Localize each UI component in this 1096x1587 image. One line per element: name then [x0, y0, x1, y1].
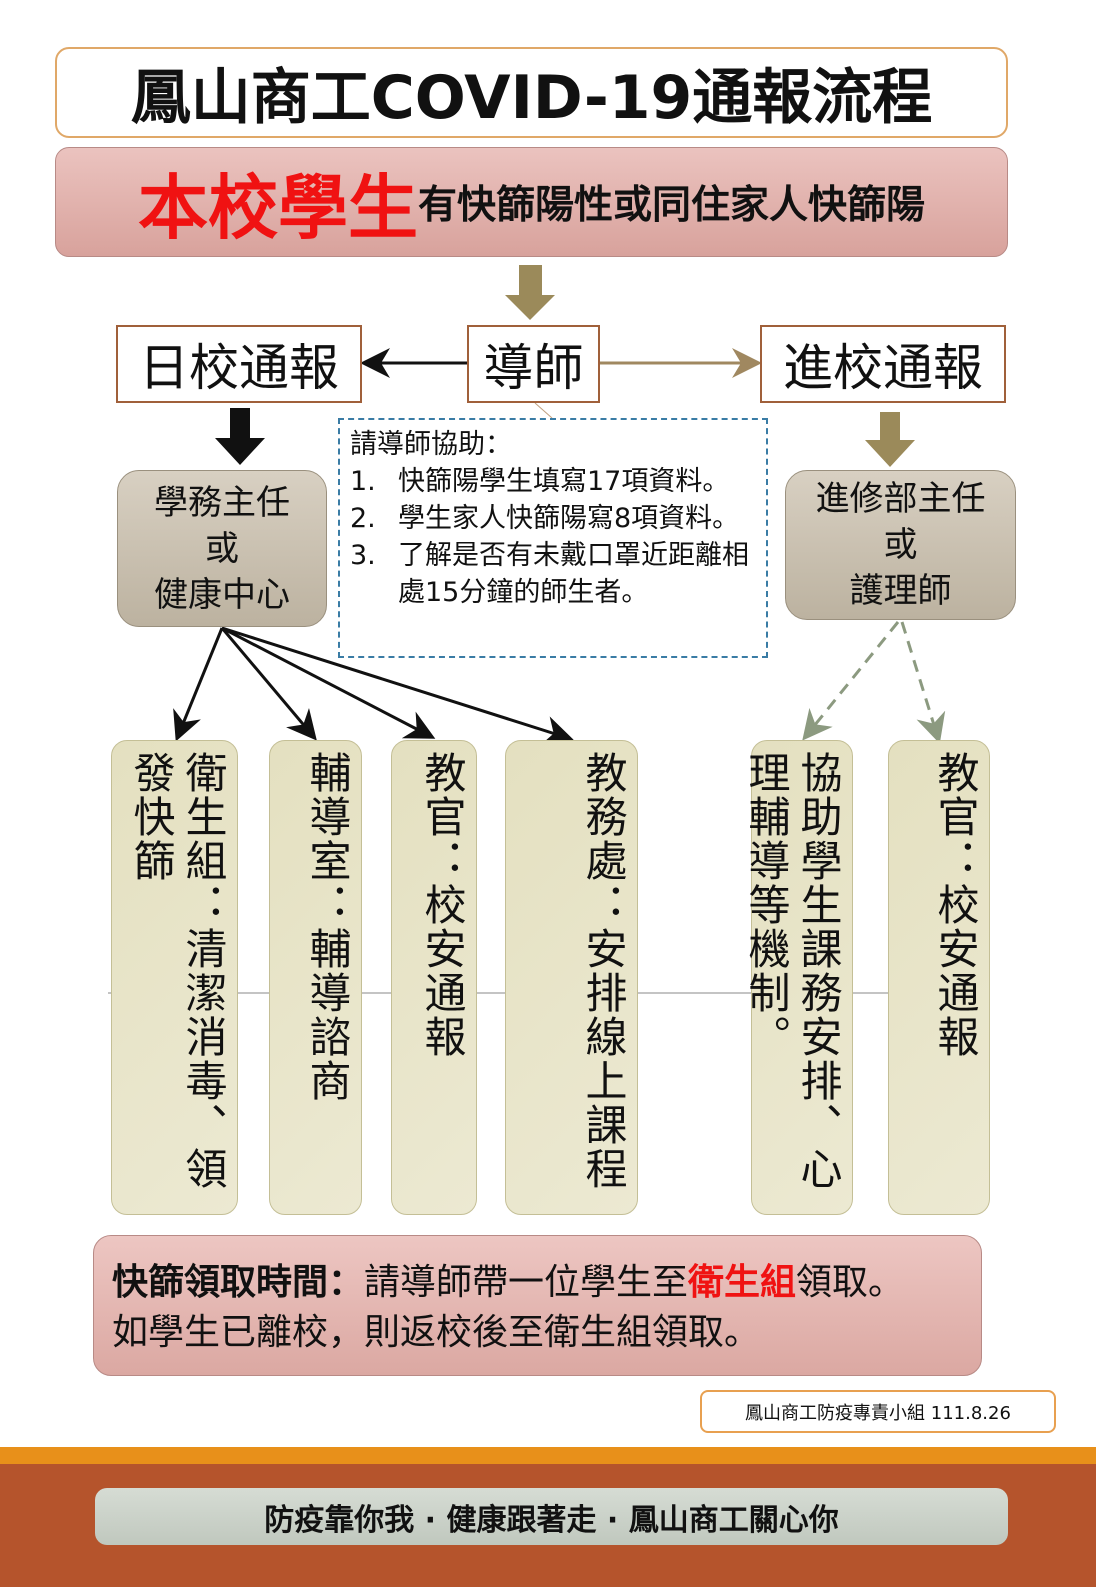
- contact-line: 健康中心: [154, 574, 290, 615]
- continuing-ed-node: 進修部主任 或 護理師: [785, 470, 1016, 620]
- item-text: 了解是否有未戴口罩近距離相處15分鐘的師生者。: [398, 540, 749, 608]
- counseling-column: 輔導室：輔導諮商: [269, 740, 362, 1215]
- night-instructor-column: 教官：校安通報: [888, 740, 990, 1215]
- down-arrow-icon: [215, 408, 265, 465]
- day-school-report-node: 日校通報: [116, 325, 362, 403]
- pickup-info: 快篩領取時間：請導師帶一位學生至衛生組領取。 如學生已離校，則返校後至衛生組領取…: [93, 1235, 982, 1376]
- pickup-text: 請導師帶一位學生至: [364, 1262, 689, 1303]
- item-text: 學生家人快篩陽寫8項資料。: [398, 503, 740, 534]
- down-arrow-icon: [865, 412, 915, 467]
- health-section-column: 衛生組：清潔消毒、領發快篩: [111, 740, 238, 1215]
- contact-line: 或: [883, 525, 918, 565]
- note-item: 3. 了解是否有未戴口罩近距離相處15分鐘的師生者。: [350, 537, 756, 611]
- military-instructor-column: 教官：校安通報: [391, 740, 477, 1215]
- pickup-text: 領取。: [796, 1262, 905, 1303]
- banner-highlight: 本校學生: [137, 166, 418, 249]
- academic-affairs-column: 教務處：安排線上課程: [505, 740, 638, 1215]
- night-school-report-node: 進校通報: [760, 325, 1006, 403]
- item-number: 3.: [350, 540, 376, 571]
- contact-line: 進修部主任: [815, 479, 986, 519]
- pickup-label: 快篩領取時間：: [112, 1262, 365, 1303]
- trigger-banner: 本校學生 有快篩陽性或同住家人快篩陽: [55, 147, 1008, 257]
- signature: 鳳山商工防疫專責小組 111.8.26: [700, 1390, 1056, 1433]
- pickup-line2: 如學生已離校，則返校後至衛生組領取。: [112, 1312, 761, 1353]
- down-arrow-icon: [505, 265, 555, 320]
- contact-line: 或: [205, 528, 239, 569]
- course-support-column: 協助學生課務安排、心理輔導等機制。: [742, 740, 853, 1215]
- contact-line: 護理師: [849, 571, 952, 611]
- student-affairs-node: 學務主任 或 健康中心: [117, 470, 327, 627]
- item-text: 快篩陽學生填寫17項資料。: [398, 466, 730, 497]
- mentor-node: 導師: [467, 325, 600, 403]
- contact-line: 學務主任: [154, 482, 290, 523]
- note-heading: 請導師協助：: [350, 429, 512, 460]
- pickup-highlight: 衛生組: [688, 1262, 797, 1303]
- banner-text: 有快篩陽性或同住家人快篩陽: [417, 183, 925, 228]
- page-title: 鳳山商工COVID-19通報流程: [55, 47, 1008, 138]
- note-item: 2. 學生家人快篩陽寫8項資料。: [350, 500, 756, 537]
- item-number: 2.: [350, 503, 376, 534]
- note-item: 1. 快篩陽學生填寫17項資料。: [350, 463, 756, 500]
- mentor-tasks-note: 請導師協助： 1. 快篩陽學生填寫17項資料。 2. 學生家人快篩陽寫8項資料。 3…: [338, 418, 768, 658]
- slogan: 防疫靠你我 · 健康跟著走 · 鳳山商工關心你: [95, 1488, 1008, 1545]
- item-number: 1.: [350, 466, 376, 497]
- footer-stripe: [0, 1447, 1096, 1464]
